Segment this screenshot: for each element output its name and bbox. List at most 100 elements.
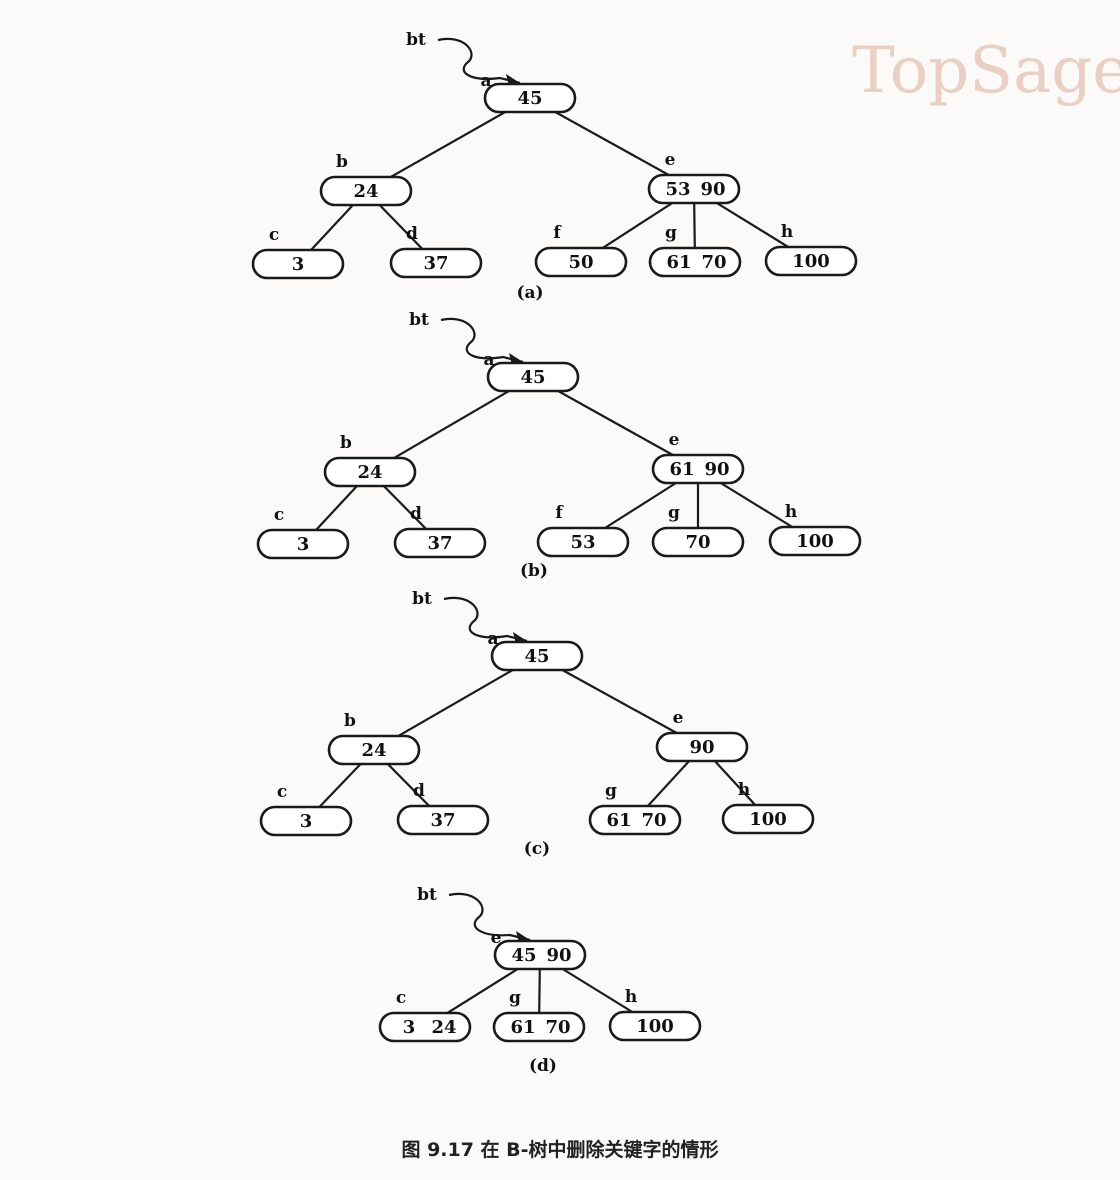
node-key: 45	[511, 945, 536, 966]
node-key: 70	[685, 532, 710, 553]
node-key: 24	[431, 1017, 456, 1038]
node-box	[651, 526, 745, 558]
node-box	[764, 245, 858, 277]
node-key: 3	[292, 254, 305, 275]
tree-edge	[365, 97, 531, 192]
btree-node-c: 3c	[259, 782, 353, 837]
node-label: d	[410, 504, 422, 524]
node-key: 37	[423, 253, 448, 274]
node-label: e	[673, 708, 684, 728]
node-key: 61	[606, 810, 631, 831]
btree-node-e: 90e	[655, 708, 749, 763]
node-key: 45	[524, 646, 549, 667]
node-label: h	[738, 780, 750, 800]
tree-edge	[373, 655, 538, 751]
node-box	[486, 361, 580, 393]
node-box	[608, 1010, 702, 1042]
node-key: 61	[669, 459, 694, 480]
node-label: f	[553, 223, 562, 243]
node-key: 100	[749, 809, 787, 830]
node-key: 24	[361, 740, 386, 761]
pointer-label: bt	[412, 589, 432, 609]
node-key: 3	[403, 1017, 416, 1038]
node-key: 100	[796, 531, 834, 552]
pointer-line	[448, 892, 531, 942]
btree-node-h: 100 h	[608, 987, 702, 1042]
node-key: 45	[517, 88, 542, 109]
node-box	[389, 247, 483, 279]
node-box	[327, 734, 421, 766]
node-key: 61	[510, 1017, 535, 1038]
node-box	[588, 804, 682, 836]
node-key: 53	[570, 532, 595, 553]
btree-node-b: 24b	[319, 152, 413, 207]
node-box	[396, 804, 490, 836]
node-label: c	[396, 988, 406, 1008]
node-key: 24	[353, 181, 378, 202]
subfigure-caption: (b)	[520, 561, 548, 581]
node-label: g	[668, 503, 680, 523]
node-box	[393, 527, 487, 559]
btree-node-g: 61 70 g	[648, 223, 742, 278]
btree-node-a: 45 a	[487, 629, 584, 672]
node-key: 70	[701, 252, 726, 273]
btree-node-b: 24b	[323, 433, 417, 488]
node-box	[378, 1011, 472, 1043]
btree-node-c: 3c	[251, 225, 345, 280]
btree-node-c: 3 24 c	[378, 988, 472, 1043]
node-box	[323, 456, 417, 488]
node-key: 50	[568, 252, 593, 273]
btree-node-f: 53 f	[536, 503, 630, 558]
node-key: 37	[430, 810, 455, 831]
pointer-line	[440, 317, 524, 364]
subfigure-caption: (d)	[529, 1056, 557, 1076]
btree-node-a: 45a	[480, 71, 577, 114]
node-label: g	[665, 223, 677, 243]
node-label: d	[406, 224, 418, 244]
node-label: b	[336, 152, 348, 172]
node-key: 90	[704, 459, 729, 480]
tree-edge	[369, 376, 534, 473]
tree-edge	[532, 376, 699, 470]
node-label: f	[555, 503, 564, 523]
btree-node-f: 50 f	[534, 223, 628, 278]
node-box	[721, 803, 815, 835]
pointer-label: bt	[406, 30, 426, 50]
subfigure-caption: (a)	[516, 283, 543, 303]
node-key: 61	[666, 252, 691, 273]
node-box	[534, 246, 628, 278]
node-label: h	[625, 987, 637, 1007]
node-box	[536, 526, 630, 558]
node-box	[319, 175, 413, 207]
node-label: c	[274, 505, 284, 525]
pointer-label: bt	[417, 885, 437, 905]
node-label: c	[277, 782, 287, 802]
node-box	[492, 1011, 586, 1043]
node-key: 100	[636, 1016, 674, 1037]
btree-node-d: 37d	[396, 781, 490, 836]
node-key: 100	[792, 251, 830, 272]
node-label: b	[340, 433, 352, 453]
node-label: a	[487, 629, 498, 649]
node-label: e	[491, 928, 502, 948]
btree-node-a: 45a	[483, 350, 580, 393]
node-label: e	[669, 430, 680, 450]
node-label: c	[269, 225, 279, 245]
node-box	[259, 805, 353, 837]
node-key: 70	[545, 1017, 570, 1038]
btree-node-h: 100 h	[721, 780, 815, 835]
node-key: 53	[665, 179, 690, 200]
node-box	[493, 939, 587, 971]
node-box	[651, 453, 745, 485]
node-label: a	[483, 350, 494, 370]
node-label: e	[665, 150, 676, 170]
btree-node-d: 37d	[393, 504, 487, 559]
